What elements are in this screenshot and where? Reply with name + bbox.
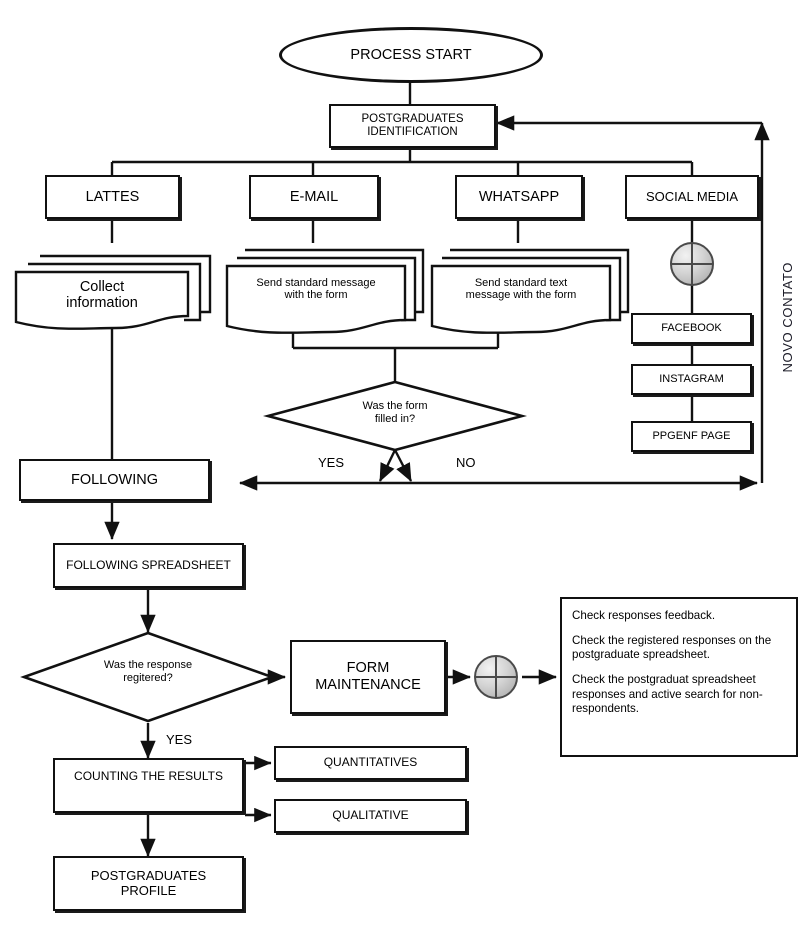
decision-response-registered-label: Was the response regitered? [103,659,193,685]
counting-results-label: COUNTING THE RESULTS [74,769,223,783]
process-start-label: PROCESS START [350,47,472,63]
following-label: FOLLOWING [70,471,158,488]
node-postgraduates-profile[interactable]: POSTGRADUATES PROFILE [53,856,244,911]
decision-form-filled-label: Was the form filled in? [362,400,428,426]
edge-label-yes-form: YES [318,455,345,470]
node-email[interactable]: E-MAIL [249,175,379,219]
note-line-3: Check the postgraduat spreadsheet respon… [572,673,763,715]
node-following[interactable]: FOLLOWING [19,459,210,501]
email-label: E-MAIL [289,188,339,205]
postgraduates-identification-label: POSTGRADUATES IDENTIFICATION [361,112,464,138]
edge-label-yes-registered: YES [166,732,193,747]
facebook-label: FACEBOOK [661,322,722,335]
node-following-spreadsheet[interactable]: FOLLOWING SPREADSHEET [53,543,244,588]
node-social-media[interactable]: SOCIAL MEDIA [625,175,759,219]
node-postgraduates-identification[interactable]: POSTGRADUATES IDENTIFICATION [329,104,496,148]
instagram-label: INSTAGRAM [659,373,724,386]
ppgenf-page-label: PPGENF PAGE [652,430,731,443]
note-line-1: Check responses feedback. [572,609,716,622]
following-spreadsheet-label: FOLLOWING SPREADSHEET [66,557,231,572]
send-standard-message-label: Send standard message with the form [256,277,376,301]
node-instagram[interactable]: INSTAGRAM [631,364,752,395]
qualitative-label: QUALITATIVE [332,808,409,823]
send-standard-text-label: Send standard text message with the form [465,277,577,301]
whatsapp-label: WHATSAPP [478,188,560,205]
node-decision-form-filled[interactable]: Was the form filled in? [262,380,528,452]
node-collect-information[interactable]: Collect information [8,240,218,330]
node-qualitative[interactable]: QUALITATIVE [274,799,467,833]
node-counting-results[interactable]: COUNTING THE RESULTS [53,758,244,813]
crosshair-connector-icon-maintenance [474,655,518,699]
node-send-standard-message[interactable]: Send standard message with the form [223,240,433,335]
node-send-standard-text[interactable]: Send standard text message with the form [428,240,638,335]
note-box: Check responses feedback. Check the regi… [560,597,798,757]
collect-information-label: Collect information [66,279,138,311]
node-decision-response-registered[interactable]: Was the response regitered? [20,631,276,723]
quantitatives-label: QUANTITATIVES [323,755,418,770]
crosshair-connector-icon-social [670,242,714,286]
node-ppgenf-page[interactable]: PPGENF PAGE [631,421,752,452]
social-media-label: SOCIAL MEDIA [646,188,738,204]
node-whatsapp[interactable]: WHATSAPP [455,175,583,219]
postgraduates-profile-label: POSTGRADUATES PROFILE [90,867,207,898]
edge-label-no-form: NO [456,455,476,470]
node-process-start[interactable]: PROCESS START [279,27,543,83]
novo-contato-label: NOVO CONTATO [780,262,795,373]
form-maintenance-label: FORM MAINTENANCE [315,660,421,693]
lattes-label: LATTES [85,188,140,205]
note-line-2: Check the registered responses on the po… [572,634,772,662]
node-form-maintenance[interactable]: FORM MAINTENANCE [290,640,446,714]
node-facebook[interactable]: FACEBOOK [631,313,752,344]
node-lattes[interactable]: LATTES [45,175,180,219]
node-quantitatives[interactable]: QUANTITATIVES [274,746,467,780]
